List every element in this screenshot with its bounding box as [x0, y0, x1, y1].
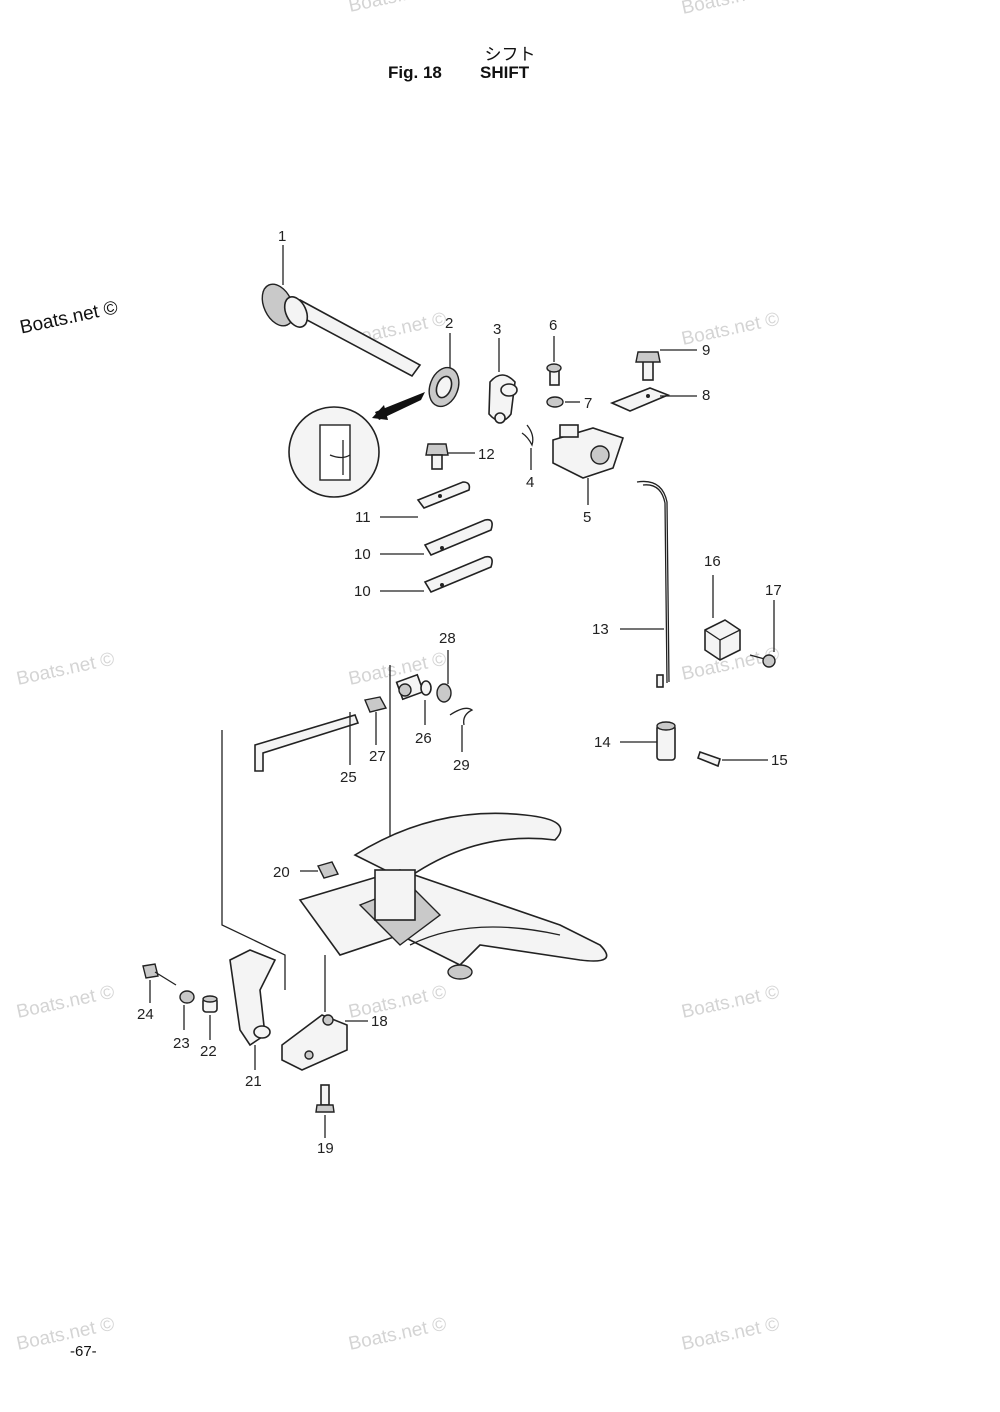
watermark: Boats.net © — [680, 982, 782, 1023]
callout-10-upper: 10 — [354, 546, 371, 563]
part-10-plate-lower — [380, 555, 493, 594]
part-3-shift-lever — [488, 338, 518, 424]
callout-24: 24 — [137, 1006, 154, 1023]
callout-18: 18 — [371, 1013, 388, 1030]
part-20-nut — [300, 861, 340, 879]
watermark: Boats.net © — [347, 982, 449, 1023]
japanese-title: シフト — [484, 45, 536, 65]
part-29-clip — [449, 707, 474, 752]
callout-20: 20 — [273, 864, 290, 881]
part-21-arm — [229, 949, 277, 1070]
callout-9: 9 — [702, 342, 710, 359]
part-22-collar — [202, 995, 218, 1040]
part-19-bolt — [315, 1084, 335, 1138]
watermark: Boats.net © — [15, 1314, 117, 1355]
part-24-bolt — [142, 963, 177, 1003]
callout-4: 4 — [526, 474, 534, 491]
callout-15: 15 — [771, 752, 788, 769]
part-27-nut — [364, 696, 388, 745]
part-7-washer — [546, 396, 580, 408]
part-15-pin — [697, 750, 768, 768]
part-2-oil-seal — [428, 333, 460, 408]
callout-12: 12 — [478, 446, 495, 463]
part-18-bracket — [281, 955, 368, 1071]
callout-5: 5 — [583, 509, 591, 526]
part-26-joint — [395, 673, 432, 725]
watermark: Boats.net © — [680, 1314, 782, 1355]
callout-21: 21 — [245, 1073, 262, 1090]
callout-28: 28 — [439, 630, 456, 647]
figure-name: SHIFT — [480, 63, 530, 82]
watermark: Boats.net © — [347, 0, 449, 17]
callout-3: 3 — [493, 321, 501, 338]
callout-23: 23 — [173, 1035, 190, 1052]
part-6-screw — [546, 336, 562, 386]
page-number: -67- — [70, 1343, 97, 1360]
callout-labels: 1 2 3 4 5 6 7 8 9 10 10 11 12 13 14 15 1… — [137, 228, 788, 1157]
part-17-screw — [749, 600, 776, 668]
callout-11: 11 — [355, 509, 371, 526]
part-12-bolt — [425, 443, 475, 470]
watermark: Boats.net © — [680, 309, 782, 350]
callout-29: 29 — [453, 757, 470, 774]
callout-26: 26 — [415, 730, 432, 747]
part-25-rod — [254, 712, 360, 772]
figure-label: Fig. 18 — [388, 63, 442, 82]
watermark: Boats.net © — [15, 649, 117, 690]
part-10-plate-upper — [380, 518, 493, 557]
part-1-shift-rod — [261, 245, 422, 378]
detail-inset — [288, 392, 425, 498]
callout-25: 25 — [340, 769, 357, 786]
part-4-clip — [521, 424, 534, 470]
watermark: Boats.net © — [347, 1314, 449, 1355]
callout-1: 1 — [278, 228, 286, 245]
callout-8: 8 — [702, 387, 710, 404]
part-11-plate — [380, 481, 471, 518]
callout-27: 27 — [369, 748, 386, 765]
watermark: Boats.net © — [680, 0, 782, 19]
callout-17: 17 — [765, 582, 782, 599]
callout-7: 7 — [584, 395, 592, 412]
callout-6: 6 — [549, 317, 557, 334]
part-13-shift-rod — [620, 480, 670, 688]
callout-10-lower: 10 — [354, 583, 371, 600]
part-23-washer — [179, 990, 195, 1030]
part-28-washer — [436, 650, 452, 703]
callout-19: 19 — [317, 1140, 334, 1157]
watermark: Boats.net © — [15, 982, 117, 1023]
part-14-connector — [620, 721, 676, 761]
callout-16: 16 — [704, 553, 721, 570]
callout-2: 2 — [445, 315, 453, 332]
part-5-shift-bracket — [552, 424, 625, 505]
part-9-bolt — [635, 349, 697, 381]
callout-14: 14 — [594, 734, 611, 751]
part-8-plate — [609, 387, 697, 412]
callout-22: 22 — [200, 1043, 217, 1060]
frame-assembly — [221, 665, 608, 990]
callout-13: 13 — [592, 621, 609, 638]
part-16-block — [704, 575, 741, 661]
